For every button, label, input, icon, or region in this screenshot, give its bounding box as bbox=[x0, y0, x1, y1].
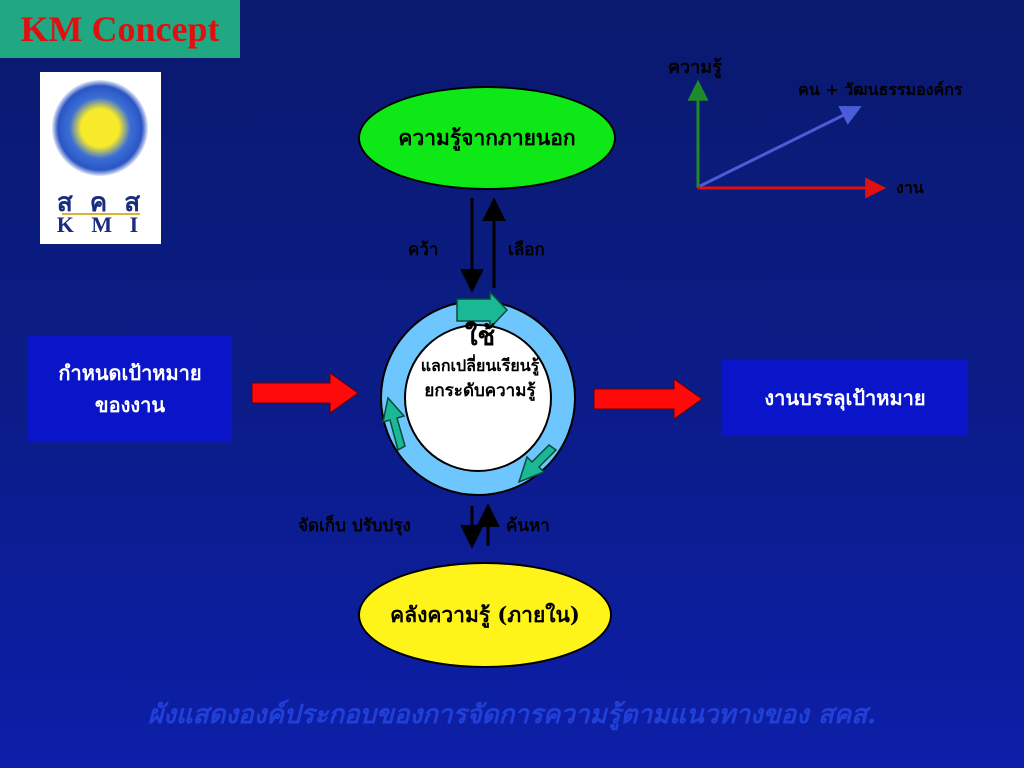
search-label: ค้นหา bbox=[506, 516, 550, 536]
y-axis-label: ความรู้ bbox=[668, 57, 722, 78]
knowledge-repository-ellipse: คลังความรู้ (ภายใน) bbox=[358, 562, 612, 668]
sun-logo-icon bbox=[52, 80, 148, 176]
set-goal-box: กำหนดเป้าหมายของงาน bbox=[28, 336, 232, 442]
slide-title: KM Concept bbox=[0, 0, 240, 58]
exchange-learning-text: แลกเปลี่ยนเรียนรู้ bbox=[420, 356, 540, 375]
logo-latin-text: K M I bbox=[56, 212, 145, 237]
diagram-caption: ผังแสดงองค์ประกอบของการจัดการความรู้ตามแ… bbox=[147, 700, 877, 730]
store-improve-label: จัดเก็บ ปรับปรุง bbox=[298, 516, 411, 536]
external-knowledge-ellipse: ความรู้จากภายนอก bbox=[358, 86, 616, 190]
logo-rule bbox=[62, 213, 140, 215]
cycle-inner bbox=[404, 324, 552, 472]
upgrade-knowledge-text: ยกระดับความรู้ bbox=[424, 381, 536, 401]
set-goal-line2: ของงาน bbox=[94, 393, 166, 417]
use-text: ใช้ bbox=[464, 322, 496, 352]
cycle-arrow-left bbox=[382, 396, 406, 452]
cycle-center-text: ใช้ แลกเปลี่ยนเรียนรู้ ยกระดับความรู้ bbox=[400, 320, 560, 404]
input-red-arrow bbox=[251, 372, 359, 414]
kmi-logo: ส ค ส K M I bbox=[40, 72, 161, 244]
choose-label: เลือก bbox=[508, 240, 545, 260]
logo-thai-text: ส ค ส bbox=[56, 188, 145, 218]
cycle-arrow-top bbox=[456, 290, 509, 330]
x-axis-label: งาน bbox=[896, 178, 924, 197]
output-red-arrow bbox=[593, 378, 703, 420]
set-goal-line1: กำหนดเป้าหมาย bbox=[58, 361, 202, 385]
diagonal-label: คน + วัฒนธรรมองค์กร bbox=[798, 80, 963, 99]
grab-label: คว้า bbox=[408, 240, 439, 260]
cycle-arrow-right bbox=[517, 444, 558, 484]
goal-achieved-box: งานบรรลุเป้าหมาย bbox=[722, 360, 968, 436]
diagonal-arrow bbox=[699, 106, 862, 188]
